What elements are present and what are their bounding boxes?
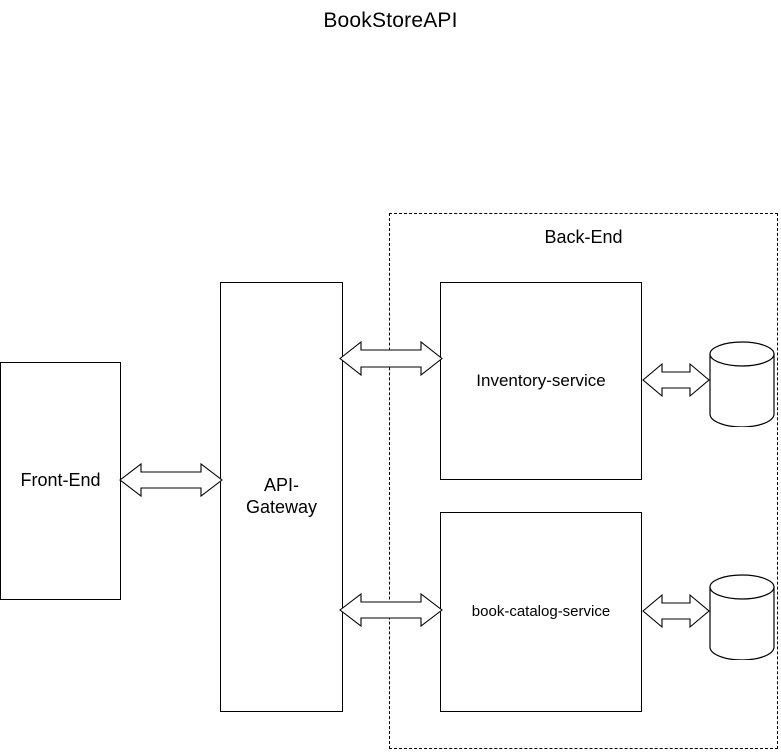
node-book-catalog-service[interactable]: book-catalog-service (440, 512, 642, 712)
node-api-gateway-label: API- Gateway (245, 475, 318, 517)
bidirectional-arrow-icon (339, 592, 443, 628)
connector-gateway-inventory (339, 339, 443, 378)
node-inventory-service[interactable]: Inventory-service (440, 282, 642, 480)
page-title: BookStoreAPI (323, 9, 458, 32)
bidirectional-arrow-icon (339, 340, 443, 377)
node-api-gateway[interactable]: API- Gateway (220, 282, 343, 712)
node-frontend[interactable]: Front-End (0, 362, 121, 600)
bidirectional-arrow-icon (642, 362, 710, 398)
group-backend-label: Back-End (544, 227, 623, 247)
node-catalog-database[interactable] (709, 574, 775, 660)
node-inventory-database[interactable] (709, 341, 775, 427)
bidirectional-arrow-icon (642, 593, 710, 629)
database-cylinder-icon (709, 341, 775, 427)
connector-gateway-catalog (339, 591, 443, 629)
bidirectional-arrow-icon (119, 462, 223, 498)
database-cylinder-icon (709, 574, 775, 660)
connector-inventory-service-database (642, 361, 710, 399)
node-book-catalog-service-label: book-catalog-service (471, 602, 611, 620)
connector-book-catalog-service-database (642, 592, 710, 630)
node-inventory-service-label: Inventory-service (476, 370, 606, 390)
node-frontend-label: Front-End (20, 470, 101, 491)
group-backend (389, 213, 778, 749)
connector-frontend-gateway (119, 461, 223, 499)
